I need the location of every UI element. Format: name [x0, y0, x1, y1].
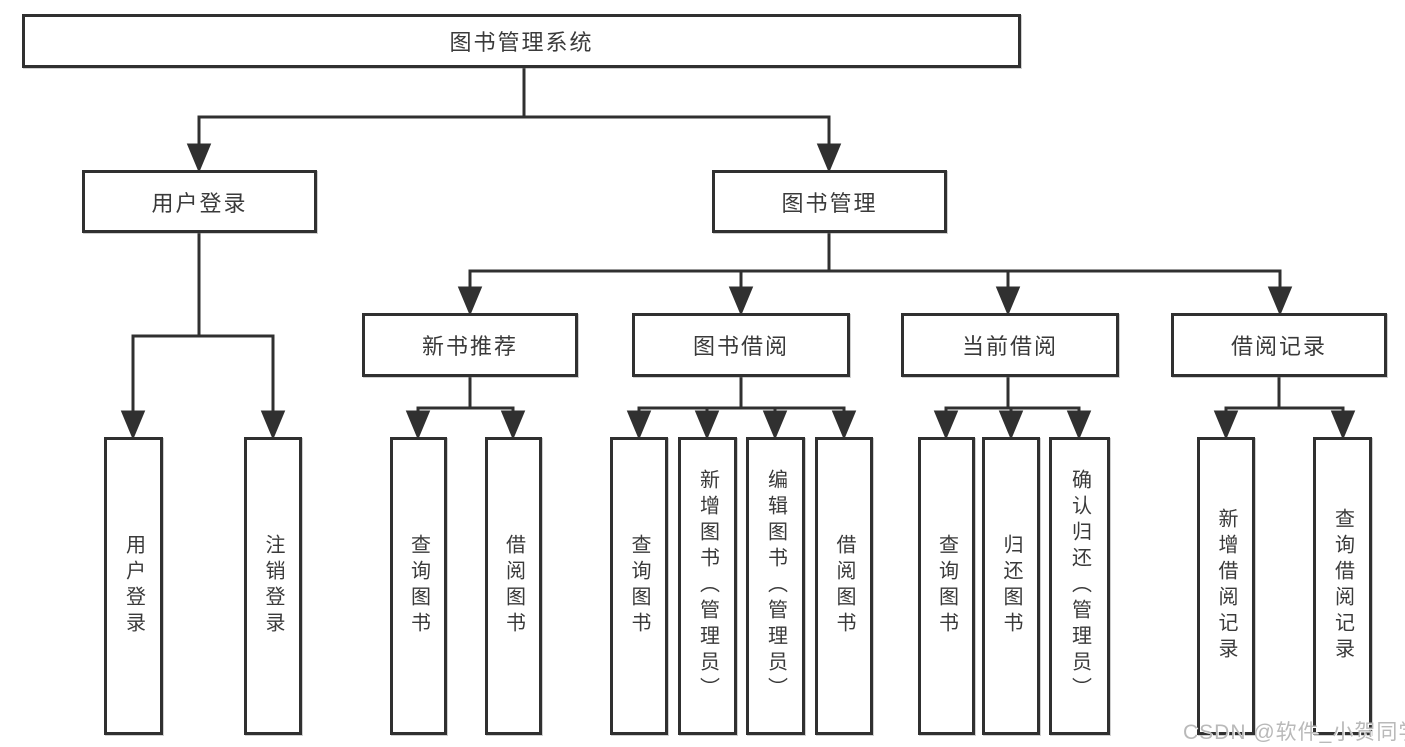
node-user-login: 用户登录	[82, 170, 317, 233]
leaf-bb-query-books-label: 查询图书	[628, 534, 650, 638]
leaf-cb-confirm-return-admin: 确认归还（管理员）	[1049, 437, 1110, 735]
node-root-label: 图书管理系统	[449, 30, 594, 55]
leaf-bb-add-books-admin-label: 新增图书（管理员）	[696, 469, 719, 703]
leaf-logout-label: 注销登录	[262, 534, 284, 638]
csdn-watermark: CSDN @软件_小贺同学	[1183, 721, 1405, 744]
node-current-borrow-label: 当前借阅	[961, 334, 1058, 359]
leaf-bb-add-books-admin: 新增图书（管理员）	[678, 437, 737, 735]
node-new-book-rec: 新书推荐	[362, 313, 578, 377]
leaf-bb-borrow-books: 借阅图书	[815, 437, 873, 735]
leaf-br-add-record-label: 新增借阅记录	[1215, 508, 1237, 664]
leaf-cb-confirm-return-admin-label: 确认归还（管理员）	[1068, 469, 1091, 703]
leaf-rec-borrow-books: 借阅图书	[485, 437, 542, 735]
node-current-borrow: 当前借阅	[901, 313, 1119, 377]
leaf-logout: 注销登录	[244, 437, 302, 735]
leaf-cb-return-books-label: 归还图书	[1000, 534, 1022, 638]
node-book-mgmt: 图书管理	[712, 170, 947, 233]
leaf-bb-query-books: 查询图书	[610, 437, 668, 735]
node-new-book-rec-label: 新书推荐	[421, 334, 518, 359]
leaf-br-add-record: 新增借阅记录	[1197, 437, 1255, 735]
leaf-cb-query-books-label: 查询图书	[935, 534, 958, 638]
node-borrow-records: 借阅记录	[1171, 313, 1387, 377]
leaf-rec-borrow-books-label: 借阅图书	[502, 534, 525, 638]
leaf-cb-query-books: 查询图书	[918, 437, 975, 735]
leaf-cb-return-books: 归还图书	[982, 437, 1040, 735]
leaf-rec-query-books-label: 查询图书	[407, 534, 430, 638]
node-book-mgmt-label: 图书管理	[781, 190, 878, 216]
node-root: 图书管理系统	[22, 14, 1021, 68]
leaf-user-login: 用户登录	[104, 437, 163, 735]
node-book-borrow-label: 图书借阅	[692, 334, 789, 359]
node-borrow-records-label: 借阅记录	[1230, 334, 1327, 359]
leaf-user-login-label: 用户登录	[122, 534, 145, 638]
node-user-login-label: 用户登录	[151, 190, 248, 216]
leaf-br-query-record: 查询借阅记录	[1313, 437, 1372, 735]
leaf-bb-edit-books-admin: 编辑图书（管理员）	[746, 437, 805, 735]
leaf-br-query-record-label: 查询借阅记录	[1331, 508, 1354, 664]
leaf-bb-borrow-books-label: 借阅图书	[833, 534, 855, 638]
leaf-rec-query-books: 查询图书	[390, 437, 447, 735]
node-book-borrow: 图书借阅	[632, 313, 850, 377]
leaf-bb-edit-books-admin-label: 编辑图书（管理员）	[764, 469, 787, 703]
